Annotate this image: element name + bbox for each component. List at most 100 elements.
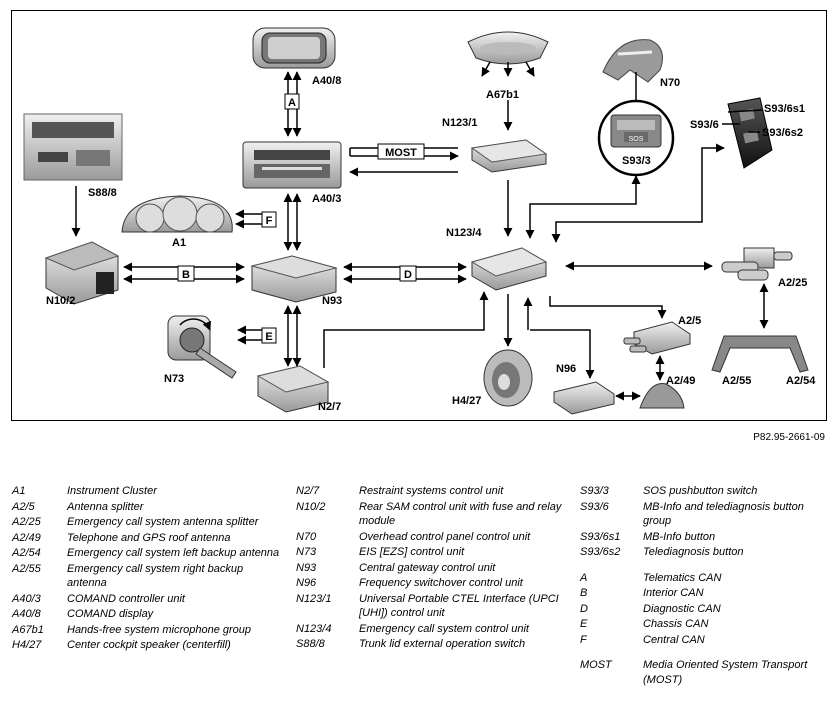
label-a2-54: A2/54 <box>786 375 816 387</box>
legend-code: F <box>580 633 587 646</box>
n123-4-module-image <box>470 247 548 291</box>
legend-code: MOST <box>580 659 612 671</box>
legend-row: A2/49 Telephone and GPS roof antenna <box>12 531 282 546</box>
label-n123-4: N123/4 <box>446 227 482 239</box>
bus-label-d: D <box>399 265 417 282</box>
legend-code: N123/4 <box>296 622 332 635</box>
a2-5-antenna-splitter-image <box>623 321 691 355</box>
label-n93: N93 <box>322 295 342 307</box>
legend-row: A40/8 COMAND display <box>12 607 282 622</box>
legend-row: N93 Central gateway control unit <box>296 561 566 576</box>
label-a1: A1 <box>172 237 186 249</box>
svg-text:D: D <box>404 269 412 281</box>
a67b1-microphone-image <box>467 31 549 65</box>
bus-label-e: E <box>261 327 277 344</box>
legend-description: SOS pushbutton switch <box>643 485 758 497</box>
legend-row: A2/5 Antenna splitter <box>12 500 282 515</box>
bus-label-f: F <box>261 211 277 228</box>
n10-2-rear-sam-image <box>44 241 120 305</box>
legend-code: N93 <box>296 561 317 574</box>
legend-description: Center cockpit speaker (centerfill) <box>67 639 231 651</box>
legend-description: Rear SAM control unit with fuse and rela… <box>359 500 562 528</box>
n96-switchover-image <box>553 381 615 415</box>
legend-code: B <box>580 587 588 599</box>
legend-description: Diagnostic CAN <box>643 602 721 615</box>
legend-code: A2/49 <box>12 531 41 544</box>
label-n70: N70 <box>660 77 680 89</box>
label-a2-25: A2/25 <box>778 277 807 289</box>
legend-description: Central gateway control unit <box>359 561 496 574</box>
svg-text:SOS: SOS <box>629 136 644 143</box>
legend-row: A1 Instrument Cluster <box>12 484 282 499</box>
legend-row: S93/3 SOS pushbutton switch <box>580 484 830 499</box>
legend-description: Telematics CAN <box>643 571 722 584</box>
label-s93-6s1: S93/6s1 <box>764 103 805 115</box>
label-n2-7: N2/7 <box>318 401 341 413</box>
label-n73: N73 <box>164 373 184 385</box>
legend-code: N10/2 <box>296 500 326 513</box>
bus-label-most: MOST <box>377 143 425 160</box>
legend-row: N10/2 Rear SAM control unit with fuse and… <box>296 500 566 529</box>
label-a2-55: A2/55 <box>722 375 751 387</box>
label-a40-3: A40/3 <box>312 193 341 205</box>
legend-row: F Central CAN <box>580 633 830 648</box>
legend-description: COMAND display <box>67 608 154 620</box>
diagram-frame <box>11 10 827 421</box>
legend-description: COMAND controller unit <box>67 592 185 605</box>
svg-text:A: A <box>288 97 296 109</box>
legend-code: A2/54 <box>12 547 41 559</box>
legend-description: Central CAN <box>643 633 705 646</box>
legend-description: Trunk lid external operation switch <box>359 638 526 650</box>
legend-code: A67b1 <box>12 623 44 636</box>
svg-text:MOST: MOST <box>385 147 417 159</box>
legend-description: Telephone and GPS roof antenna <box>67 531 231 544</box>
label-s93-6s2: S93/6s2 <box>762 127 803 139</box>
label-n96: N96 <box>556 363 576 375</box>
legend-code: S88/8 <box>296 638 325 650</box>
legend-code: N73 <box>296 546 317 558</box>
legend-code: D <box>580 602 588 615</box>
label-a2-49: A2/49 <box>666 375 695 387</box>
legend-code: S93/6s1 <box>580 530 621 543</box>
legend-code: A40/3 <box>12 592 41 605</box>
legend-code: A2/25 <box>12 516 41 528</box>
wiring-diagram: SOS <box>23 27 816 415</box>
legend-code: N2/7 <box>296 485 320 497</box>
a2-49-roof-antenna-image <box>639 383 685 409</box>
legend-description: Emergency call system control unit <box>359 622 529 635</box>
svg-text:B: B <box>182 269 190 281</box>
legend-code: A2/55 <box>12 562 41 575</box>
label-s93-3: S93/3 <box>622 155 651 167</box>
legend-code: A40/8 <box>12 608 41 620</box>
legend-code: E <box>580 618 588 630</box>
legend-code: A2/5 <box>12 500 35 513</box>
legend-row: N123/4 Emergency call system control unit <box>296 622 566 637</box>
label-a2-5: A2/5 <box>678 315 701 327</box>
legend-description: Instrument Cluster <box>67 485 157 497</box>
a2-25-antenna-splitter-image <box>721 247 793 281</box>
a40-8-display-image <box>252 27 336 69</box>
svg-text:F: F <box>266 215 273 227</box>
legend-description: Telediagnosis button <box>643 546 744 558</box>
legend-code: N70 <box>296 530 317 543</box>
label-n10-2: N10/2 <box>46 295 75 307</box>
svg-text:E: E <box>265 331 272 343</box>
legend-code: S93/6s2 <box>580 546 621 558</box>
legend-code: S93/3 <box>580 485 609 497</box>
legend-description: Antenna splitter <box>67 500 144 513</box>
s88-8-trunk-switch-image <box>23 113 123 181</box>
legend-code: N123/1 <box>296 592 332 605</box>
legend-code: A1 <box>12 485 26 497</box>
legend-code: N96 <box>296 577 317 589</box>
